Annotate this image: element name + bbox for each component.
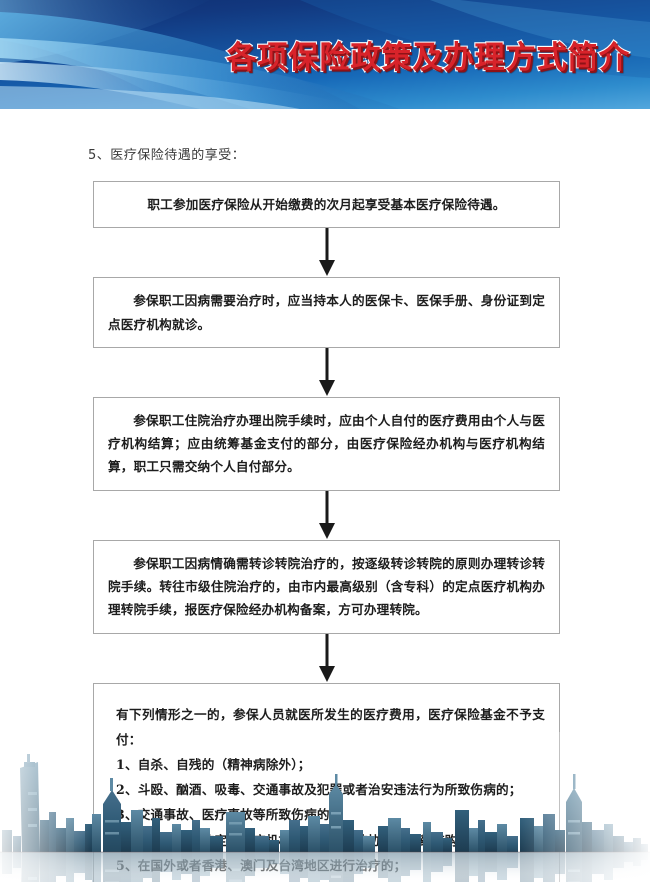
arrow-down-icon	[318, 228, 335, 277]
flow-step-3: 参保职工住院治疗办理出院手续时，应由个人自付的医疗费用由个人与医疗机构结算；应由…	[93, 396, 560, 491]
flow-connector-2	[93, 347, 560, 397]
banner-wave-graphic	[0, 0, 650, 109]
page-title: 各项保险政策及办理方式简介	[225, 39, 630, 77]
flow-step-1: 职工参加医疗保险从开始缴费的次月起享受基本医疗保险待遇。	[93, 181, 560, 229]
flow-connector-4	[93, 633, 560, 683]
banner-title-wrap: 各项保险政策及办理方式简介	[0, 0, 650, 109]
flow-step-1-text: 职工参加医疗保险从开始缴费的次月起享受基本医疗保险待遇。	[147, 197, 506, 212]
arrow-down-icon	[318, 347, 335, 396]
arrow-down-icon	[318, 633, 335, 682]
city-skyline-icon	[0, 732, 650, 882]
section-heading: 5、医疗保险待遇的享受：	[88, 148, 246, 163]
flow-step-4: 参保职工因病情确需转诊转院治疗的，按逐级转诊转院的原则办理转诊转院手续。转往市级…	[93, 539, 560, 634]
flow-step-2: 参保职工因病需要治疗时，应当持本人的医保卡、医保手册、身份证到定点医疗机构就诊。	[93, 277, 560, 348]
header-banner: 各项保险政策及办理方式简介	[0, 0, 650, 109]
city-skyline-footer	[0, 732, 650, 882]
flow-step-4-text: 参保职工因病情确需转诊转院治疗的，按逐级转诊转院的原则办理转诊转院手续。转往市级…	[108, 555, 545, 618]
flow-connector-3	[93, 490, 560, 540]
flow-step-2-text: 参保职工因病需要治疗时，应当持本人的医保卡、医保手册、身份证到定点医疗机构就诊。	[108, 293, 545, 332]
flow-connector-1	[93, 228, 560, 277]
flow-step-3-text: 参保职工住院治疗办理出院手续时，应由个人自付的医疗费用由个人与医疗机构结算；应由…	[108, 412, 545, 475]
arrow-down-icon	[318, 490, 335, 539]
